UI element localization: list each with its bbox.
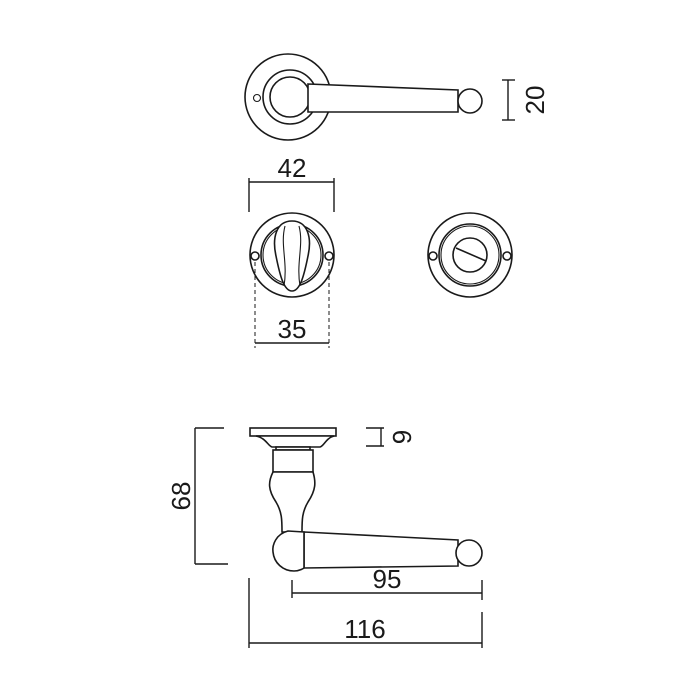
turn-screw-right [324,251,334,261]
screw-hole [252,93,262,103]
dimension-fixing-centres: 35 [278,314,307,344]
release-slot [455,247,487,262]
thumb-turn-front-view: 42 35 [248,153,335,348]
turn-rose-outer [249,212,335,298]
lever-shank [268,471,316,533]
lever-end-ball [457,88,483,114]
lever-side-view: 68 9 95 116 [166,427,483,648]
rose-chamfer [255,435,335,448]
release-screw-left [428,251,438,261]
rose-boss [269,76,311,118]
dimension-lever-length: 95 [373,564,402,594]
release-disc [452,237,488,273]
release-rose-outer [427,212,513,298]
side-lever-end-ball [455,539,483,567]
lever-arm [307,83,459,113]
release-screw-right [502,251,512,261]
release-front-view [427,212,513,298]
turn-screw-left [250,251,260,261]
rose-plate [249,427,337,437]
dimension-overall-projection: 68 [166,482,196,511]
dimension-lever-height: 20 [520,86,550,115]
dimension-rose-thickness: 9 [387,430,417,444]
release-rose-ring [438,223,502,287]
neck-collar [272,449,314,473]
dimension-rose-diameter: 42 [278,153,307,183]
side-lever-arm [303,531,459,569]
lever-hub [272,530,305,572]
thumb-turn-knob [273,220,311,292]
lever-top-view: 20 [244,53,550,141]
dimension-overall-length: 116 [344,614,385,644]
